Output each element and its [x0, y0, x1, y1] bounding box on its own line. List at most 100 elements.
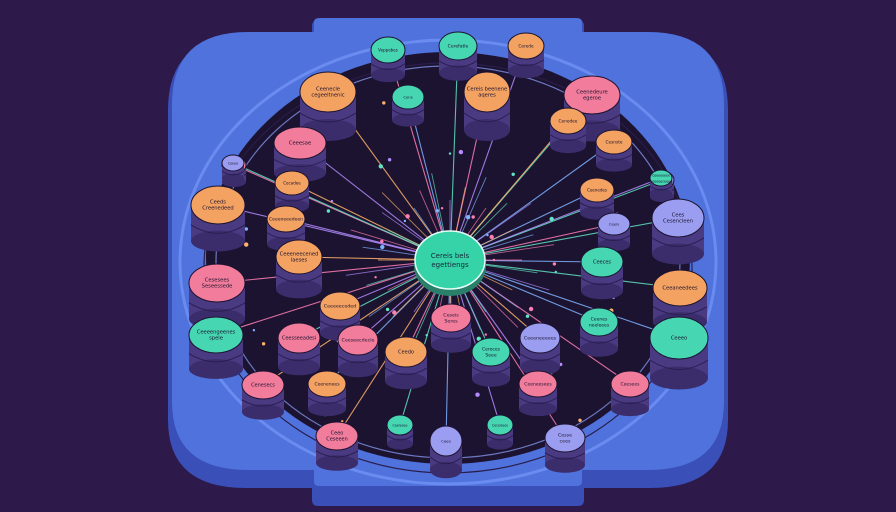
db-node-label-line: Veppebes: [378, 48, 398, 53]
db-node[interactable]: Ceeneesees: [518, 370, 558, 417]
db-node-bottom: [550, 138, 586, 154]
db-node-top: [486, 414, 514, 436]
db-node[interactable]: Ceeresee: [386, 414, 414, 450]
db-node-bottom: [278, 358, 320, 376]
db-node-top: [319, 291, 361, 321]
db-node-bottom: [308, 401, 346, 417]
db-node[interactable]: Ceeseecdecle: [337, 324, 379, 378]
db-node-label: Cesnste: [605, 140, 622, 146]
sparkle-dot: [403, 219, 407, 223]
db-node-label-line: Ceseis: [443, 313, 459, 319]
sparkle-dot: [484, 333, 487, 336]
db-node-label: Veppebes: [378, 48, 398, 53]
spoke-line: [216, 259, 451, 284]
sparkle-dot: [385, 307, 390, 312]
db-node-band: [221, 170, 245, 176]
db-node-label: Cens: [403, 95, 412, 100]
db-node-label-line: cees: [560, 440, 571, 445]
db-node-bottom: [276, 279, 322, 299]
db-node-top: [579, 177, 615, 203]
db-node-band: [649, 185, 673, 191]
db-node-label-line: aqeres: [478, 93, 496, 99]
db-node[interactable]: Ceeeo: [221, 154, 245, 183]
db-node[interactable]: Ceeces: [580, 246, 624, 300]
db-node[interactable]: Ceedo: [384, 336, 428, 390]
db-node-top: [471, 337, 511, 367]
db-node-band: [275, 274, 323, 283]
db-node-label-line: Cenedee: [559, 119, 578, 125]
db-node-label-line: Cerefatle: [448, 44, 469, 50]
db-node-label-line: egeroe: [583, 96, 601, 102]
db-node-band: [241, 399, 285, 407]
db-node-label-line: Ceeeengeenes: [197, 330, 236, 336]
db-node-top: [384, 336, 428, 368]
db-node-label-line: Ceesseeadesi: [282, 336, 316, 342]
db-node-top: [188, 263, 246, 303]
db-node-label: Ceeo: [441, 439, 451, 444]
db-node[interactable]: Cens: [391, 84, 425, 127]
db-node-bottom: [472, 371, 510, 387]
db-node-band: [429, 456, 463, 465]
db-node-top: [652, 269, 708, 307]
db-node-label: Ceeneesees: [524, 382, 552, 388]
db-node-band: [307, 397, 347, 405]
db-node[interactable]: Ceceisees: [486, 414, 514, 450]
db-node-band: [438, 60, 478, 68]
db-node-label: Ceesseeadesi: [282, 336, 316, 342]
db-node-band: [315, 450, 359, 458]
db-node-bottom: [191, 230, 245, 252]
db-node-band: [391, 109, 425, 116]
db-node-label-line: spele: [209, 336, 223, 342]
sparkle-dot: [476, 336, 481, 341]
db-node-label-line: Ceeseecdecle: [342, 338, 375, 344]
spoke-line: [449, 259, 681, 289]
db-node[interactable]: Ceenedes: [579, 177, 615, 220]
db-node[interactable]: Veppebes: [370, 36, 406, 83]
db-node-label-line: Ceeo: [331, 431, 344, 437]
db-node-top: [188, 316, 244, 354]
db-node[interactable]: Cerefatle: [438, 31, 478, 81]
db-node[interactable]: Ceesseeadesi: [277, 322, 321, 376]
db-node-top: [580, 246, 624, 278]
hub-circle: [414, 230, 486, 290]
db-node-band: [386, 435, 414, 441]
db-node[interactable]: Ceenenees: [307, 370, 347, 417]
db-node-top: [221, 154, 245, 172]
db-node-bottom: [385, 372, 427, 390]
sparkle-dot: [382, 101, 386, 105]
db-node-band: [274, 195, 310, 202]
db-node[interactable]: Ceeeo: [649, 316, 709, 390]
db-node[interactable]: Cecadee: [274, 170, 310, 213]
db-node[interactable]: Ceeeneeeees: [519, 322, 561, 376]
db-node[interactable]: Ceeo: [429, 425, 463, 479]
db-node[interactable]: Cenesecs: [241, 370, 285, 420]
db-node[interactable]: Ceesees: [610, 370, 650, 417]
db-node-label-line: Ceesees: [621, 382, 641, 388]
db-node-label-line: Cesse: [558, 433, 572, 439]
db-node-top: [274, 170, 310, 196]
sparkle-dot: [554, 270, 557, 274]
db-node[interactable]: Cerede: [507, 32, 545, 79]
db-node-band: [595, 154, 633, 161]
db-node[interactable]: Cenedee: [549, 107, 587, 154]
db-node-top: [544, 423, 586, 453]
db-node[interactable]: Cesnste: [595, 129, 633, 172]
db-node-label-line: Ceeeeeeceeees: [648, 180, 674, 184]
db-node[interactable]: Ceeis: [597, 212, 631, 252]
